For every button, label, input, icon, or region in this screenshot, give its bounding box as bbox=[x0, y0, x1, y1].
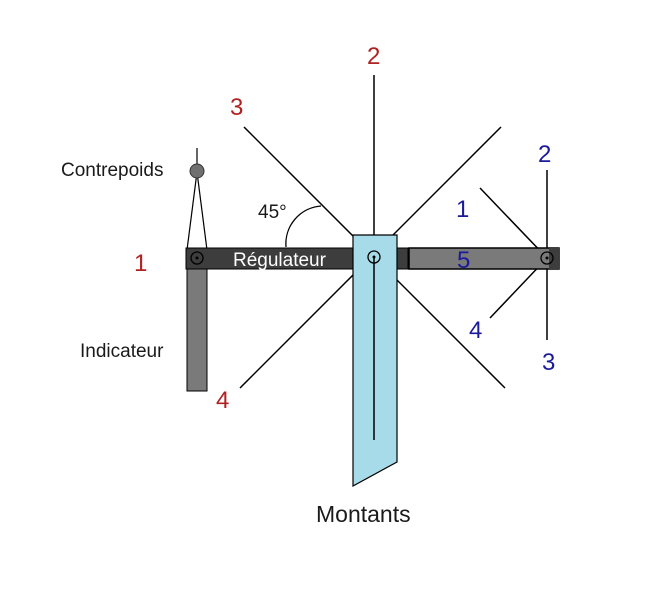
right-indicator-counterweight bbox=[549, 248, 559, 269]
counterweight-arm-right bbox=[196, 171, 208, 251]
indicator-position-4: 4 bbox=[469, 317, 482, 344]
main-pivot-icon bbox=[367, 250, 381, 264]
angle-label: 45° bbox=[258, 202, 287, 223]
counterweight-arm-left bbox=[186, 171, 198, 251]
uprights-post bbox=[352, 234, 398, 488]
indicator-position-1: 1 bbox=[456, 196, 469, 223]
right-pivot-icon bbox=[540, 251, 554, 265]
regulator-label: Régulateur bbox=[233, 250, 327, 271]
right-indicator-bar bbox=[408, 247, 560, 270]
regulator-position-2: 2 bbox=[367, 43, 380, 70]
angle-arc bbox=[285, 205, 322, 248]
indicator-line-diagonal-1 bbox=[479, 187, 548, 259]
indicator-position-3: 3 bbox=[542, 349, 555, 376]
indicator-position-2: 2 bbox=[538, 141, 551, 168]
indicator-label: Indicateur bbox=[80, 341, 164, 362]
regulator-position-3: 3 bbox=[230, 94, 243, 121]
counterweight-label: Contrepoids bbox=[61, 160, 163, 181]
regulator-position-1: 1 bbox=[134, 250, 147, 277]
regulator-position-4: 4 bbox=[216, 387, 229, 414]
counterweight-weight bbox=[189, 163, 205, 179]
uprights-label: Montants bbox=[316, 501, 411, 527]
indicator-position-5: 5 bbox=[457, 247, 470, 274]
left-pivot-icon bbox=[190, 251, 204, 265]
